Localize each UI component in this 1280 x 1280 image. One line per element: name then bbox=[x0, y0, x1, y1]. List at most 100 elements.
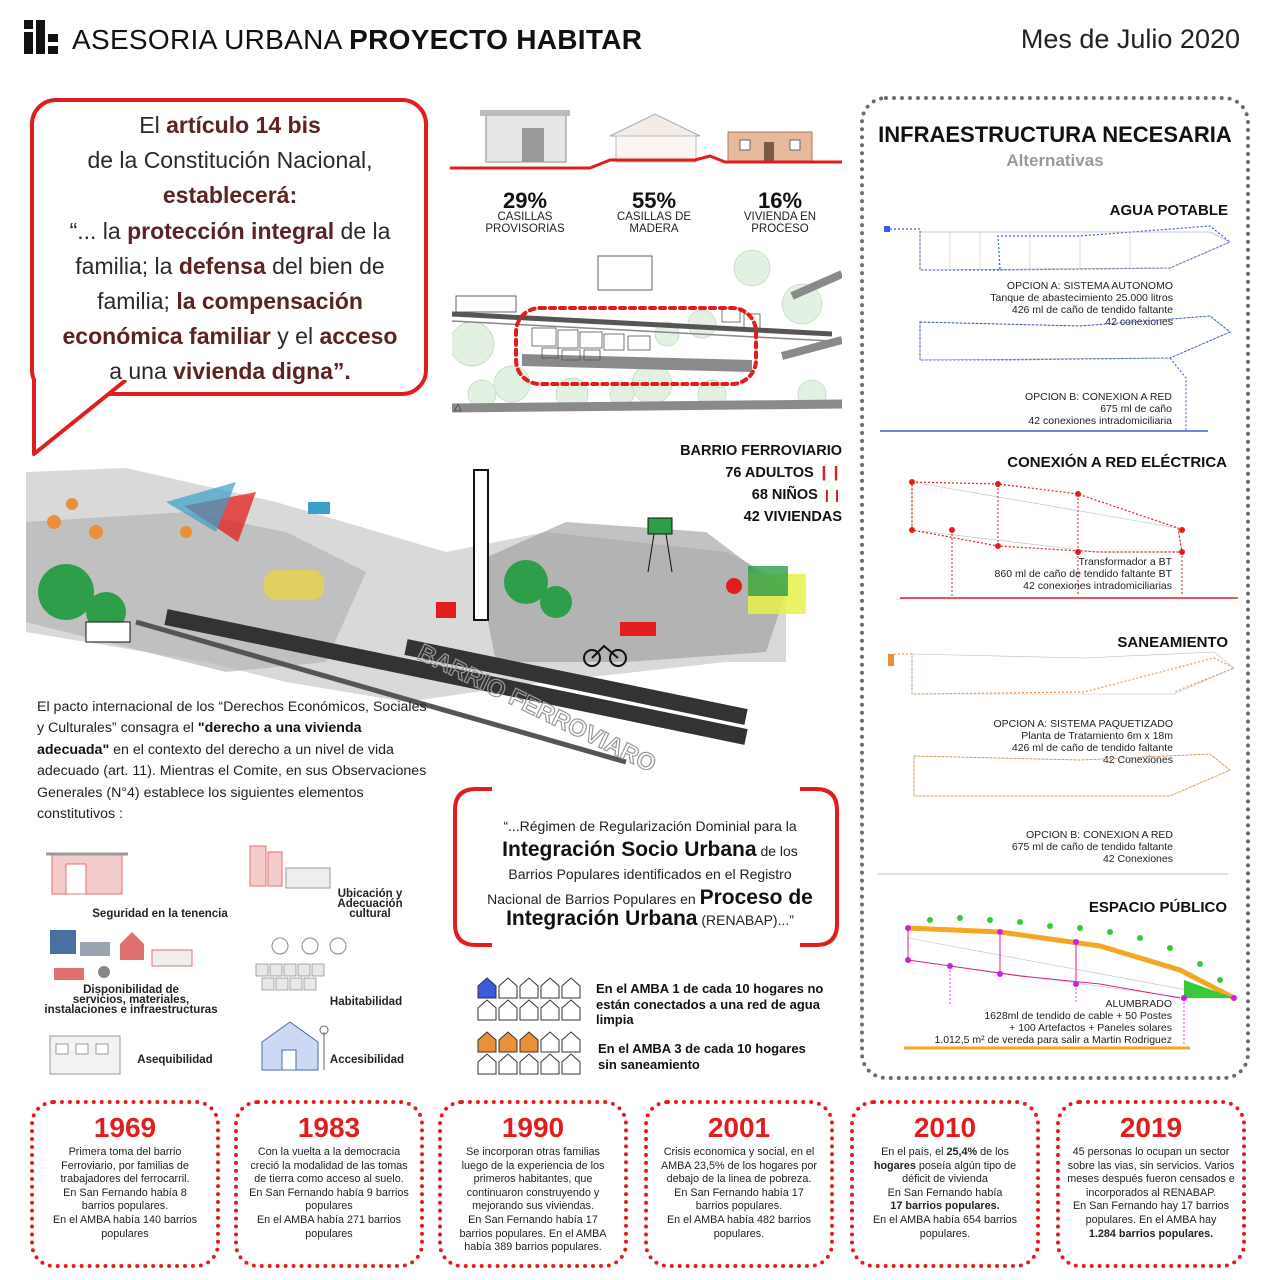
timeline-line: continuaron construyendo y bbox=[466, 1186, 600, 1199]
timeline-year: 2010 bbox=[913, 1112, 977, 1143]
timeline-card-1969 bbox=[30, 1100, 220, 1268]
infra-panel bbox=[860, 96, 1250, 1080]
timeline-line: hogares poseía algún tipo de bbox=[873, 1159, 1017, 1172]
infra-subtitle: Alternativas bbox=[1006, 151, 1104, 170]
timeline-line: En el AMBA había 271 barrios bbox=[256, 1213, 402, 1226]
houses-sanitation-icon bbox=[477, 1031, 581, 1075]
timeline-line: AMBA 23,5% de los hogares por bbox=[660, 1159, 818, 1172]
timeline-year: 2019 bbox=[1119, 1112, 1183, 1143]
timeline-line: populares. bbox=[919, 1227, 971, 1240]
timeline-line: de tierra como acceso al suelo. bbox=[254, 1173, 404, 1186]
vivienda-proceso-icon bbox=[727, 131, 813, 163]
timeline-line: Crisis economica y social, en el bbox=[663, 1146, 815, 1158]
electrica-plan bbox=[900, 479, 1238, 599]
timeline-card-2019 bbox=[1056, 1100, 1246, 1268]
timeline-year: 1969 bbox=[93, 1112, 157, 1143]
timeline-line: primeros habitantes, que bbox=[473, 1173, 593, 1186]
timeline-line: En San Fernando había 17 bbox=[674, 1186, 804, 1199]
timeline-line: barrios populares. bbox=[81, 1200, 169, 1213]
agua-title: AGUA POTABLE bbox=[1109, 202, 1228, 219]
bubble-tail bbox=[32, 380, 128, 456]
label-seguridad: Seguridad en la tenencia bbox=[92, 908, 228, 920]
timeline-line: En San Fernando hay 17 barrios bbox=[1072, 1200, 1230, 1213]
timeline-line: creció la modalidad de las tomas bbox=[250, 1159, 408, 1172]
timeline-line: trabajadores del ferrocarril. bbox=[60, 1173, 190, 1186]
habitabilidad-icon bbox=[255, 937, 347, 991]
label-habitabilidad: Habitabilidad bbox=[329, 996, 403, 1008]
timeline-line: En San Fernando había 17 bbox=[468, 1213, 598, 1226]
barrio-viviendas: 42 VIVIENDAS bbox=[743, 509, 842, 525]
label-asequibilidad: Asequibilidad bbox=[137, 1054, 213, 1066]
timeline-line: 1.284 barrios populares. bbox=[1088, 1227, 1214, 1240]
disponibilidad-servicios-icon bbox=[50, 930, 193, 980]
electrica-title: CONEXIÓN A RED ELÉCTRICA bbox=[1007, 454, 1227, 471]
quote-bubble bbox=[30, 98, 428, 396]
timeline-card-2001 bbox=[644, 1100, 834, 1268]
timeline-line: Con la vuelta a la democracia bbox=[257, 1146, 401, 1158]
bicycle-icon bbox=[583, 644, 627, 667]
pacto-text: El pacto internacional de los “Derechos … bbox=[37, 699, 427, 823]
timeline-line: había 389 barrios populares. bbox=[464, 1241, 602, 1254]
timeline-line: barrios populares. En el AMBA bbox=[459, 1227, 607, 1240]
timeline-line: déficit de vivienda bbox=[902, 1173, 988, 1186]
adults-icon: ❙❙ bbox=[817, 465, 842, 481]
accesibilidad-icon bbox=[261, 1021, 329, 1071]
agua-plan-a bbox=[884, 225, 1232, 271]
timeline-line: populares bbox=[101, 1227, 149, 1240]
header-title: ASESORIA URBANA PROYECTO HABITAR bbox=[72, 24, 643, 55]
svg-text:△: △ bbox=[454, 402, 462, 413]
timeline-line: En el AMBA había 654 barrios bbox=[872, 1213, 1018, 1226]
timeline-line: En San Fernando había bbox=[887, 1186, 1003, 1199]
timeline-line: populares bbox=[305, 1227, 353, 1240]
timeline-card-1983 bbox=[234, 1100, 424, 1268]
timeline-line: En el AMBA había 482 barrios bbox=[666, 1213, 812, 1226]
timeline-year: 1983 bbox=[297, 1112, 361, 1143]
header-date: Mes de Julio 2020 bbox=[1020, 24, 1240, 54]
timeline-line: Ferroviario, por familias de bbox=[61, 1159, 189, 1172]
timeline-line: En San Fernando había 9 barrios bbox=[249, 1186, 409, 1199]
seguridad-tenencia-icon bbox=[46, 852, 128, 895]
barrio-collage-illustration: BARRIO FERROVIARO bbox=[26, 468, 806, 770]
children-icon: ❙❙ bbox=[821, 488, 842, 502]
timeline-line: populares. bbox=[713, 1227, 765, 1240]
logo-icon bbox=[24, 20, 58, 54]
timeline-card-2010 bbox=[850, 1100, 1040, 1268]
housing-pct-3: 16% bbox=[757, 188, 803, 213]
barrio-name: BARRIO FERROVIARIO bbox=[680, 443, 842, 459]
timeline-line: mejorando sus viviendas. bbox=[472, 1200, 594, 1213]
timeline-line: barrios populares. bbox=[695, 1200, 783, 1213]
barrio-ninos: 68 NIÑOS ❙❙ bbox=[751, 487, 842, 503]
ubicacion-cultural-icon bbox=[249, 845, 331, 889]
timeline-line: Primera toma del barrio bbox=[68, 1146, 182, 1158]
timeline-card-1990 bbox=[438, 1100, 628, 1268]
timeline-line: En San Fernando había 8 bbox=[63, 1186, 187, 1199]
water-tower-icon bbox=[647, 517, 673, 573]
infra-title: INFRAESTRUCTURA NECESARIA bbox=[878, 122, 1232, 147]
timeline-line: Se incorporan otras familias bbox=[466, 1146, 600, 1158]
timeline-line: debajo de la linea de pobreza. bbox=[666, 1173, 812, 1186]
site-map: △ bbox=[452, 244, 842, 416]
saneamiento-plan-b bbox=[913, 753, 1231, 797]
infra-divider bbox=[878, 873, 1228, 875]
casilla-madera-icon bbox=[609, 113, 701, 163]
timeline-line: luego de la experiencia de los bbox=[461, 1159, 605, 1172]
timeline-line: sobre las vias, sin servicios. Varios bbox=[1067, 1159, 1235, 1172]
houses-water-icon bbox=[477, 977, 581, 1021]
barrio-adultos: 76 ADULTOS ❙❙ bbox=[725, 465, 842, 481]
